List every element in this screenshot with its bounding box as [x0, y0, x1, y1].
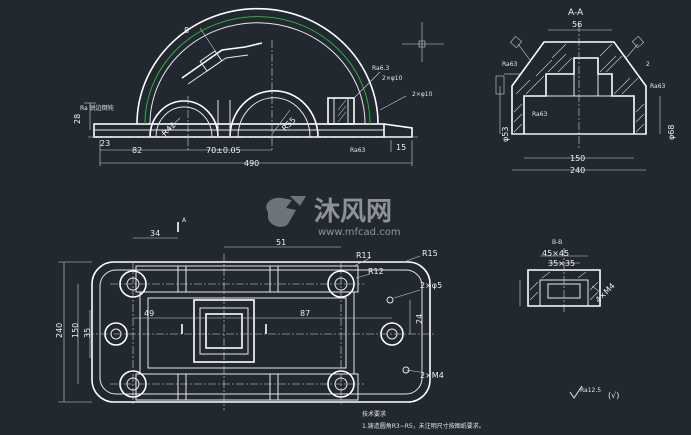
- front-left-note: Ra 锐边倒钝: [80, 104, 114, 112]
- section-bb-title: B-B: [552, 239, 562, 246]
- dim-82: 82: [132, 146, 142, 155]
- aa-roughness-a: Ra63: [532, 111, 548, 118]
- bb-dim-45: 45×45: [542, 249, 569, 258]
- watermark: 沐风网 www.mfcad.com: [266, 196, 401, 238]
- section-b-b: B-B 45×45 35×35 4×M4: [519, 239, 617, 312]
- watermark-logo-icon: [266, 196, 306, 227]
- plan-dim-r15: R15: [422, 249, 438, 258]
- aa-dim-d53: φ53: [501, 127, 510, 142]
- dim-15: 15: [396, 143, 406, 152]
- section-aa-title: A-A: [568, 8, 584, 18]
- watermark-url: www.mfcad.com: [318, 227, 401, 238]
- aa-dim-d68: φ68: [667, 125, 676, 140]
- aa-dim-150: 150: [570, 154, 585, 163]
- plan-dim-35: 35: [83, 328, 92, 338]
- plan-m4: 2×M4: [420, 371, 444, 380]
- plan-dim-150: 150: [71, 323, 80, 338]
- plan-dim-24: 24: [415, 314, 424, 324]
- plan-dim-240: 240: [55, 323, 64, 338]
- aa-small-2: 2: [646, 61, 650, 68]
- notes-title: 技术要求: [362, 410, 386, 418]
- plan-dim-87: 87: [300, 309, 310, 318]
- plan-dim-51: 51: [276, 238, 286, 247]
- front-top-label: 8: [184, 26, 189, 35]
- notes-line-1: 1.铸造圆角R3~R5，未注明尺寸按图纸要求。: [362, 422, 485, 430]
- front-roughness: Ra63: [350, 147, 366, 154]
- dim-height-28: 28: [73, 114, 82, 124]
- watermark-brand: 沐风网: [314, 197, 392, 227]
- dim-70: 70±0.05: [206, 146, 241, 155]
- aa-dim-56: 56: [572, 20, 582, 29]
- technical-notes: 技术要求 1.铸造圆角R3~R5，未注明尺寸按图纸要求。: [362, 410, 485, 430]
- bb-dim-35: 35×35: [548, 259, 575, 268]
- plan-dim-49: 49: [144, 309, 154, 318]
- plan-section-mark: A: [182, 217, 187, 224]
- front-view: 8 28 82 70±0.05 490 R42 R55 15 23 Ra63 R…: [73, 7, 433, 168]
- roughness-check: (√): [608, 391, 619, 400]
- aa-roughness-c: Ra63: [502, 61, 518, 68]
- aa-dim-240: 240: [570, 166, 585, 175]
- plan-dim-r11: R11: [356, 251, 372, 260]
- plan-dim-r12: R12: [368, 267, 384, 276]
- front-note-1: Ra6.3: [372, 65, 389, 72]
- aa-roughness-b: Ra63: [650, 83, 666, 90]
- plan-holes: 2×φ5: [420, 281, 442, 290]
- plan-dim-34: 34: [150, 229, 160, 238]
- roughness-label: Ra12.5: [580, 387, 601, 394]
- plan-view: A 34 51 R11 R15 R12 2×φ5 49 87 24 240 15…: [55, 217, 444, 410]
- front-note-2: 2×φ10: [382, 75, 403, 82]
- roughness-symbol: Ra12.5 (√): [569, 385, 619, 400]
- dim-23: 23: [100, 139, 110, 148]
- dim-490: 490: [244, 159, 259, 168]
- front-note-3: 2×φ10: [412, 91, 433, 98]
- section-a-a: A-A: [495, 8, 676, 175]
- crosshair-marker: [402, 22, 444, 62]
